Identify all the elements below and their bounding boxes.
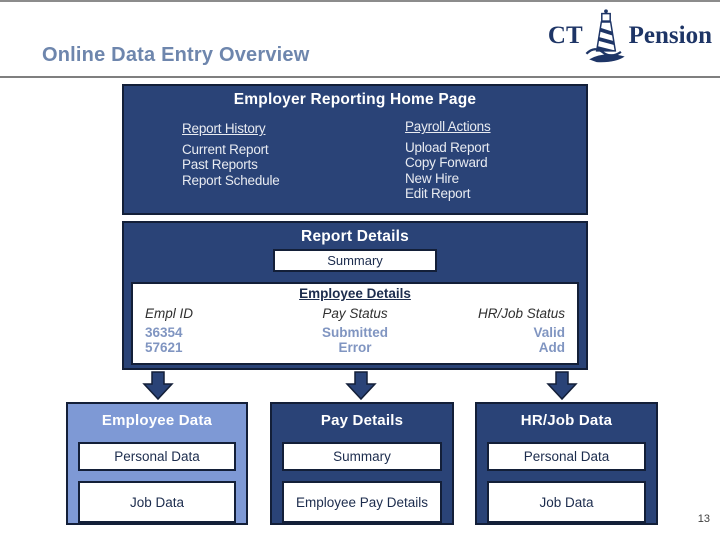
link-copy-forward[interactable]: Copy Forward [405, 155, 488, 170]
summary-data-button[interactable]: Summary [282, 442, 442, 471]
payroll-actions-group: Payroll Actions Upload Report Copy Forwa… [405, 119, 491, 202]
employee-data-column: Employee Data Personal Data Job Data [66, 402, 248, 525]
empl-id-value: 57621 [145, 340, 183, 355]
employer-home-title: Employer Reporting Home Page [233, 91, 477, 108]
job-data-button[interactable]: Job Data [78, 481, 236, 523]
summary-button[interactable]: Summary [273, 249, 437, 272]
hr-job-data-header: HR/Job Data [520, 412, 613, 429]
pay-details-header: Pay Details [320, 412, 404, 429]
report-details-title: Report Details [301, 228, 409, 245]
down-arrow-icon [345, 371, 377, 401]
lighthouse-icon [585, 9, 625, 63]
link-current-report[interactable]: Current Report [182, 141, 269, 157]
pay-status-column: Pay Status Submitted Error [280, 305, 429, 355]
ct-pension-logo: CT Pension [548, 6, 712, 66]
link-edit-report[interactable]: Edit Report [405, 186, 471, 201]
link-report-schedule[interactable]: Report Schedule [182, 172, 280, 188]
logo-text-ct: CT [547, 22, 583, 49]
personal-data-button[interactable]: Personal Data [78, 442, 236, 471]
window-top-edge [0, 0, 720, 2]
link-upload-report[interactable]: Upload Report [405, 139, 490, 155]
pay-status-header: Pay Status [322, 306, 388, 321]
pay-status-value: Submitted [321, 325, 388, 340]
link-payroll-actions[interactable]: Payroll Actions [405, 119, 491, 134]
employee-details-title: Employee Details [299, 286, 411, 301]
hr-job-status-value: Valid [533, 325, 565, 340]
link-new-hire[interactable]: New Hire [405, 170, 459, 186]
hr-job-data-column: HR/Job Data Personal Data Job Data [475, 402, 658, 525]
down-arrow-icon [142, 371, 174, 401]
employee-details-box: Employee Details Empl ID 36354 57621 Pay… [131, 282, 579, 365]
logo-text-pension: Pension [628, 22, 712, 49]
link-past-reports[interactable]: Past Reports [182, 157, 258, 172]
pay-details-column: Pay Details Summary Employee Pay Details [270, 402, 454, 525]
report-history-group: Report History Current Report Past Repor… [182, 121, 280, 188]
hr-job-status-header: HR/Job Status [477, 306, 565, 321]
page-number: 13 [697, 513, 710, 525]
title-divider [0, 76, 720, 78]
link-report-history[interactable]: Report History [182, 121, 266, 136]
job-data-button[interactable]: Job Data [487, 481, 646, 523]
personal-data-button[interactable]: Personal Data [487, 442, 646, 471]
page-title: Online Data Entry Overview [42, 44, 310, 66]
employee-details-table: Empl ID 36354 57621 Pay Status Submitted… [145, 305, 565, 355]
hr-job-status-value: Add [538, 340, 565, 355]
employee-data-header: Employee Data [101, 412, 213, 429]
empl-id-value: 36354 [145, 325, 183, 340]
hr-job-status-column: HR/Job Status Valid Add [430, 305, 565, 355]
report-details-panel: Report Details Summary Employee Details … [122, 221, 588, 370]
down-arrow-icon [546, 371, 578, 401]
employee-pay-details-button[interactable]: Employee Pay Details [282, 481, 442, 523]
employer-home-panel: Employer Reporting Home Page Report Hist… [122, 84, 588, 215]
empl-id-header: Empl ID [145, 306, 194, 321]
empl-id-column: Empl ID 36354 57621 [145, 305, 280, 355]
pay-status-value: Error [338, 340, 372, 355]
